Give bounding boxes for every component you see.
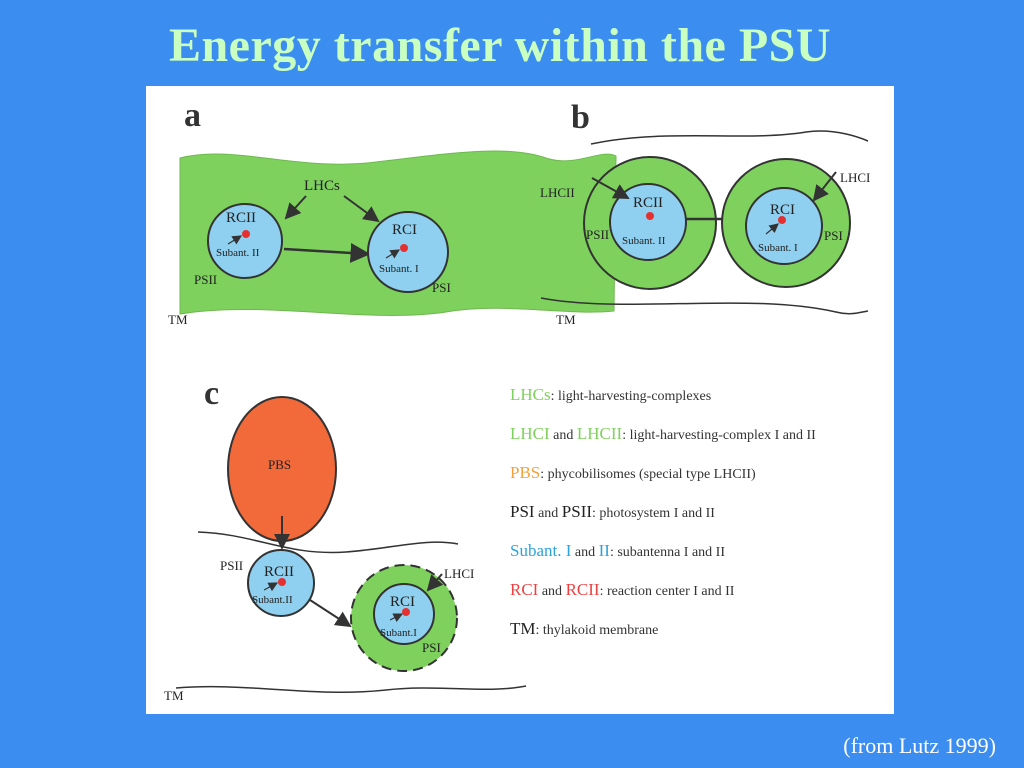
tm-label-a: TM	[168, 312, 188, 327]
membrane-bottom-b	[540, 297, 869, 315]
membrane-top-b	[590, 130, 869, 145]
legend-term: LHCs	[510, 385, 551, 404]
diagram-b: b RCII Subant. II PSII LHCII RCI Subant.…	[540, 99, 870, 327]
legend-text: : reaction center I and II	[599, 584, 735, 599]
subant-ii-label-c: Subant.II	[252, 594, 293, 606]
legend: LHCs: light-harvesting-complexes LHCI an…	[510, 376, 816, 649]
psii-label-c: PSII	[220, 558, 243, 573]
legend-term: LHCI	[510, 424, 550, 443]
rci-label-c: RCI	[390, 594, 415, 610]
legend-term: PBS	[510, 463, 541, 482]
legend-row-lhci-lhcii: LHCI and LHCII: light-harvesting-complex…	[510, 415, 816, 454]
subant-i-label-c: Subant.I	[380, 627, 417, 639]
subant-i-label-a: Subant. I	[379, 263, 419, 275]
arrow-lhcs-rci	[343, 195, 380, 223]
reaction-center-dot-b2	[646, 212, 654, 220]
reaction-center-dot-a1	[400, 244, 408, 252]
panel-label-b: b	[571, 99, 590, 136]
legend-text: and	[571, 545, 599, 560]
reaction-center-dot-c2	[278, 578, 286, 586]
legend-text: and	[538, 584, 566, 599]
rcii-circle-a	[207, 203, 283, 279]
membrane-bottom-c	[175, 685, 527, 694]
arrow-rcii-rci-c	[309, 599, 352, 628]
arrow-subant-rcii-a	[227, 235, 243, 245]
legend-term: LHCII	[576, 424, 623, 443]
legend-term: Subant. I	[510, 541, 572, 560]
arrow-subant-rci-b	[765, 223, 779, 235]
legend-term: II	[598, 541, 610, 560]
subant-ii-label-a: Subant. II	[216, 247, 260, 259]
diagram-a: a LHCs RCII Subant. II PSII RCI Subant. …	[168, 97, 617, 327]
lhci-label-c: LHCI	[444, 566, 474, 581]
subant-ii-label-b: Subant. II	[622, 235, 666, 247]
legend-text: and	[549, 428, 577, 443]
psi-label-a: PSI	[432, 280, 451, 295]
legend-row-lhcs: LHCs: light-harvesting-complexes	[510, 376, 816, 415]
slide-title: Energy transfer within the PSU	[168, 19, 832, 72]
rcii-label-c: RCII	[264, 564, 294, 580]
reaction-center-dot-b1	[778, 216, 786, 224]
legend-term: TM	[510, 619, 536, 638]
rci-circle-b	[745, 187, 823, 265]
legend-text: : phycobilisomes (special type LHCII)	[540, 467, 756, 482]
lhci-label-b: LHCI	[840, 170, 870, 185]
legend-text: : thylakoid membrane	[535, 623, 659, 638]
rcii-circle-b	[609, 183, 687, 261]
legend-row-tm: TM: thylakoid membrane	[510, 610, 816, 649]
rcii-label-b: RCII	[633, 195, 663, 211]
reaction-center-dot-a2	[242, 230, 250, 238]
legend-term: PSII	[561, 502, 593, 521]
psi-label-c: PSI	[422, 640, 441, 655]
figure-panel: a LHCs RCII Subant. II PSII RCI Subant. …	[146, 86, 894, 714]
subant-i-label-b: Subant. I	[758, 242, 798, 254]
panel-label-a: a	[184, 97, 201, 134]
lhcii-label-b: LHCII	[540, 185, 575, 200]
arrow-subant-rci-c	[389, 613, 404, 623]
diagram-c: c PBS RCII Subant.II PSII RCI Subant.I P…	[164, 375, 527, 703]
pbs-label: PBS	[268, 457, 291, 472]
legend-text: : light-harvesting-complexes	[550, 389, 712, 404]
arrow-lhci-rci-c	[426, 573, 444, 592]
legend-row-subant: Subant. I and II: subantenna I and II	[510, 532, 816, 571]
citation: (from Lutz 1999)	[843, 733, 996, 758]
lhcs-label-a: LHCs	[304, 178, 340, 194]
rci-circle-a	[367, 211, 449, 293]
legend-term: RCI	[510, 580, 539, 599]
arrow-subant-rcii-c	[263, 582, 279, 592]
arrow-lhcii-rcii-b	[591, 177, 630, 199]
legend-term: PSI	[510, 502, 535, 521]
arrow-lhci-rci-b	[812, 171, 837, 202]
legend-row-psi-psii: PSI and PSII: photosystem I and II	[510, 493, 816, 532]
rci-label-a: RCI	[392, 222, 417, 238]
tm-label-b: TM	[556, 312, 576, 327]
rci-label-b: RCI	[770, 202, 795, 218]
tm-label-c: TM	[164, 688, 184, 703]
psu-diagram: a LHCs RCII Subant. II PSII RCI Subant. …	[164, 97, 870, 703]
legend-text: : photosystem I and II	[592, 506, 715, 521]
psi-label-b: PSI	[824, 228, 843, 243]
panel-label-c: c	[204, 375, 219, 412]
psii-label-a: PSII	[194, 272, 217, 287]
legend-row-pbs: PBS: phycobilisomes (special type LHCII)	[510, 454, 816, 493]
psii-label-b: PSII	[586, 227, 609, 242]
legend-text: : light-harvesting-complex I and II	[622, 428, 816, 443]
rcii-label-a: RCII	[226, 210, 256, 226]
legend-text: and	[534, 506, 562, 521]
reaction-center-dot-c1	[402, 608, 410, 616]
arrow-lhcs-rcii	[284, 195, 307, 220]
legend-row-rc: RCI and RCII: reaction center I and II	[510, 571, 816, 610]
arrow-subant-rci-a	[385, 249, 401, 259]
legend-text: : subantenna I and II	[609, 545, 726, 560]
membrane-top-c	[197, 531, 459, 554]
legend-term: RCII	[565, 580, 600, 599]
arrow-rcii-rci-a	[283, 242, 371, 263]
